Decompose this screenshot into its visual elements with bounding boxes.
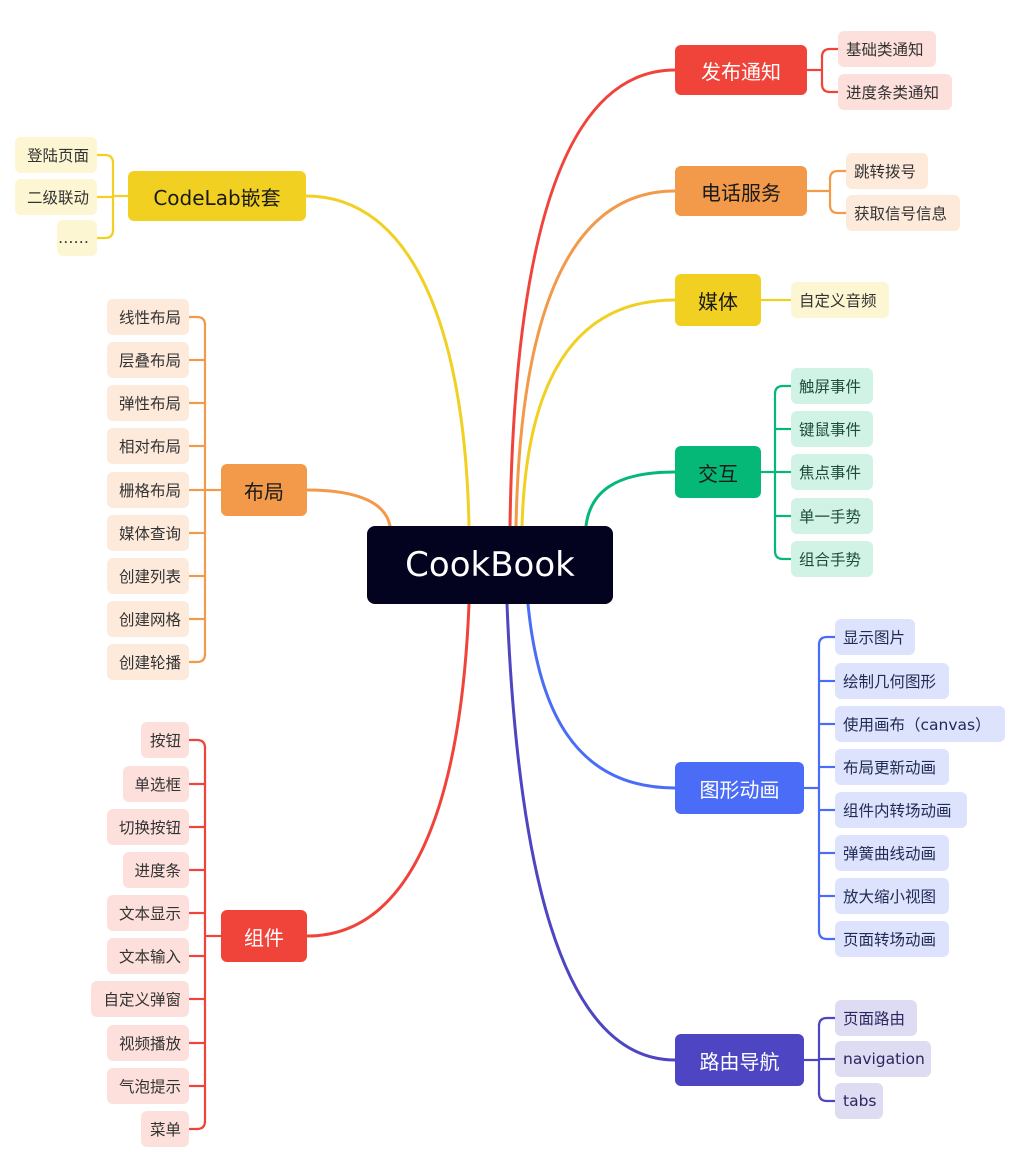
codelab-leaf-item[interactable]: 登陆页面 <box>15 137 97 173</box>
layout-leaf-item[interactable]: 相对布局 <box>107 428 189 464</box>
media-branch-node[interactable]: 媒体 <box>675 274 761 326</box>
notify-branch-connector <box>508 68 677 528</box>
notify-branch-node[interactable]: 发布通知 <box>675 45 807 95</box>
layout-leaf-item[interactable]: 创建网格 <box>107 601 189 637</box>
component-branch-connector <box>305 602 471 938</box>
codelab-leaf-connector <box>97 229 115 240</box>
phone-leaf-connector <box>828 204 846 215</box>
codelab-branch-node[interactable]: CodeLab嵌套 <box>128 171 306 221</box>
router-leaf-item[interactable]: 页面路由 <box>835 1000 917 1036</box>
graphics-leaf-item[interactable]: 显示图片 <box>835 619 915 655</box>
phone-branch-connector <box>514 189 677 528</box>
layout-leaf-connector <box>189 653 207 664</box>
interact-leaf-connector <box>773 550 791 561</box>
layout-leaf-item[interactable]: 栅格布局 <box>107 472 189 508</box>
component-branch-node[interactable]: 组件 <box>221 910 307 962</box>
component-leaf-connector <box>189 738 207 749</box>
root-node[interactable]: CookBook <box>367 526 613 604</box>
notify-leaf-item[interactable]: 基础类通知 <box>838 31 936 67</box>
interact-branch-connector <box>584 470 677 528</box>
router-leaf-connector <box>817 1016 835 1027</box>
phone-leaf-item[interactable]: 跳转拨号 <box>846 153 928 189</box>
media-branch-connector <box>520 298 677 528</box>
graphics-leaf-item[interactable]: 绘制几何图形 <box>835 663 949 699</box>
phone-branch-node[interactable]: 电话服务 <box>675 166 807 216</box>
graphics-leaf-item[interactable]: 页面转场动画 <box>835 921 949 957</box>
component-leaf-item[interactable]: 切换按钮 <box>107 809 189 845</box>
component-leaf-item[interactable]: 进度条 <box>123 852 189 888</box>
router-branch-node[interactable]: 路由导航 <box>675 1034 804 1086</box>
component-leaf-item[interactable]: 单选框 <box>123 766 189 802</box>
layout-leaf-connector <box>189 315 207 326</box>
media-leaf-item[interactable]: 自定义音频 <box>791 282 889 318</box>
component-leaf-item[interactable]: 视频播放 <box>107 1025 189 1061</box>
graphics-branch-node[interactable]: 图形动画 <box>675 762 804 814</box>
graphics-leaf-item[interactable]: 组件内转场动画 <box>835 792 967 828</box>
interact-leaf-item[interactable]: 键鼠事件 <box>791 411 873 447</box>
graphics-leaf-item[interactable]: 放大缩小视图 <box>835 878 949 914</box>
component-leaf-connector <box>189 1120 207 1131</box>
component-leaf-item[interactable]: 文本输入 <box>107 938 189 974</box>
layout-leaf-item[interactable]: 媒体查询 <box>107 515 189 551</box>
layout-branch-node[interactable]: 布局 <box>221 464 307 516</box>
layout-leaf-item[interactable]: 创建轮播 <box>107 644 189 680</box>
interact-leaf-item[interactable]: 触屏事件 <box>791 368 873 404</box>
codelab-leaf-item[interactable]: 二级联动 <box>15 179 97 215</box>
component-leaf-item[interactable]: 文本显示 <box>107 895 189 931</box>
component-leaf-item[interactable]: 气泡提示 <box>107 1068 189 1104</box>
layout-leaf-item[interactable]: 弹性布局 <box>107 385 189 421</box>
component-leaf-item[interactable]: 按钮 <box>141 722 189 758</box>
graphics-leaf-connector <box>817 635 835 646</box>
component-leaf-item[interactable]: 菜单 <box>141 1111 189 1147</box>
notify-leaf-item[interactable]: 进度条类通知 <box>838 74 952 110</box>
router-branch-connector <box>505 602 677 1062</box>
layout-leaf-item[interactable]: 层叠布局 <box>107 342 189 378</box>
component-leaf-item[interactable]: 自定义弹窗 <box>91 981 189 1017</box>
graphics-branch-connector <box>526 602 677 790</box>
layout-branch-connector <box>305 488 392 528</box>
layout-leaf-item[interactable]: 线性布局 <box>107 299 189 335</box>
codelab-leaf-connector <box>97 153 115 164</box>
interact-leaf-item[interactable]: 组合手势 <box>791 541 873 577</box>
notify-leaf-connector <box>820 47 838 58</box>
interact-branch-node[interactable]: 交互 <box>675 446 761 498</box>
graphics-leaf-item[interactable]: 使用画布（canvas） <box>835 706 1005 742</box>
codelab-branch-connector <box>304 194 471 528</box>
router-leaf-item[interactable]: navigation <box>835 1041 931 1077</box>
router-leaf-connector <box>817 1092 835 1103</box>
interact-leaf-item[interactable]: 单一手势 <box>791 498 873 534</box>
graphics-leaf-connector <box>817 930 835 941</box>
interact-leaf-connector <box>773 384 791 395</box>
layout-leaf-item[interactable]: 创建列表 <box>107 558 189 594</box>
phone-leaf-item[interactable]: 获取信号信息 <box>846 195 960 231</box>
notify-leaf-connector <box>820 83 838 94</box>
interact-leaf-item[interactable]: 焦点事件 <box>791 454 873 490</box>
codelab-leaf-item[interactable]: …… <box>57 220 97 256</box>
graphics-leaf-item[interactable]: 弹簧曲线动画 <box>835 835 949 871</box>
router-leaf-item[interactable]: tabs <box>835 1083 883 1119</box>
graphics-leaf-item[interactable]: 布局更新动画 <box>835 749 949 785</box>
phone-leaf-connector <box>828 169 846 180</box>
